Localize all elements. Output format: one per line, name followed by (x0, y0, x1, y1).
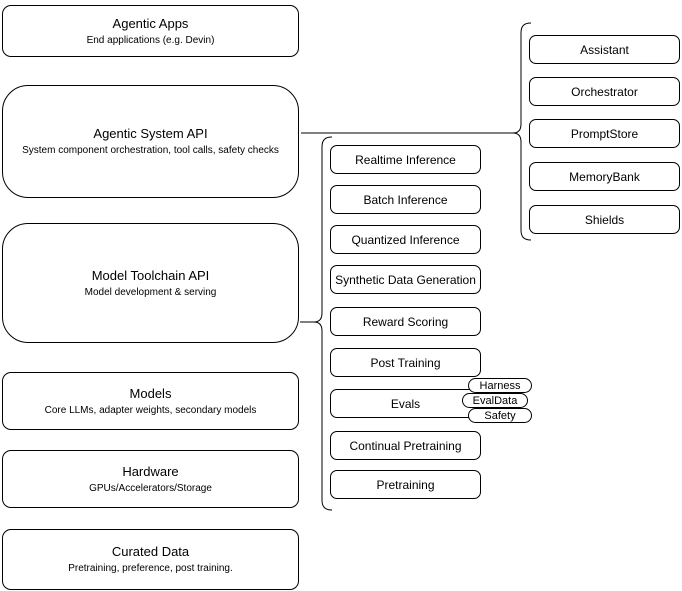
node-label: Continual Pretraining (349, 438, 462, 453)
node-label: PromptStore (570, 126, 639, 141)
node-label: Synthetic Data Generation (335, 272, 476, 287)
node-label: Realtime Inference (355, 152, 456, 167)
node-label: MemoryBank (569, 169, 640, 184)
node-memorybank: MemoryBank (529, 162, 680, 191)
tag-label: EvalData (472, 394, 518, 407)
node-title: Curated Data (111, 544, 190, 559)
node-subtitle: GPUs/Accelerators/Storage (89, 482, 212, 494)
node-hardware: Hardware GPUs/Accelerators/Storage (2, 450, 299, 508)
node-realtime-inference: Realtime Inference (330, 145, 481, 174)
node-title: Model Toolchain API (91, 267, 210, 283)
node-post-training: Post Training (330, 348, 481, 377)
node-pretraining: Pretraining (330, 470, 481, 499)
node-evals: Evals (330, 389, 481, 418)
node-title: Models (129, 385, 172, 401)
node-agentic-apps: Agentic Apps End applications (e.g. Devi… (2, 5, 299, 57)
tag-label: Harness (479, 379, 521, 392)
node-assistant: Assistant (529, 35, 680, 64)
node-reward-scoring: Reward Scoring (330, 307, 481, 336)
node-promptstore: PromptStore (529, 119, 680, 148)
node-subtitle: Core LLMs, adapter weights, secondary mo… (44, 404, 257, 416)
node-title: Agentic System API (93, 126, 208, 141)
node-title: Hardware (122, 463, 179, 479)
node-subtitle: System component orchestration, tool cal… (22, 145, 279, 156)
node-continual-pretraining: Continual Pretraining (330, 431, 481, 460)
node-curated-data: Curated Data Pretraining, preference, po… (2, 529, 299, 590)
node-label: Reward Scoring (362, 314, 449, 329)
tag-safety: Safety (468, 408, 532, 423)
node-label: Shields (584, 212, 625, 227)
node-subtitle: Model development & serving (84, 286, 217, 298)
tag-evaldata: EvalData (462, 393, 528, 408)
node-label: Orchestrator (571, 84, 638, 99)
node-synthetic-data-generation: Synthetic Data Generation (330, 265, 481, 294)
node-label: Evals (390, 396, 421, 411)
node-quantized-inference: Quantized Inference (330, 225, 481, 254)
node-model-toolchain-api: Model Toolchain API Model development & … (2, 223, 299, 343)
node-shields: Shields (529, 205, 680, 234)
node-title: Agentic Apps (112, 15, 189, 31)
node-label: Batch Inference (363, 192, 448, 207)
tag-harness: Harness (468, 378, 532, 393)
node-subtitle: Pretraining, preference, post training. (68, 563, 233, 574)
node-label: Post Training (370, 355, 441, 370)
node-orchestrator: Orchestrator (529, 77, 680, 106)
node-label: Quantized Inference (351, 232, 460, 247)
node-label: Assistant (580, 42, 629, 57)
node-agentic-system-api: Agentic System API System component orch… (2, 85, 299, 198)
tag-label: Safety (484, 409, 516, 422)
node-label: Pretraining (376, 477, 435, 492)
node-batch-inference: Batch Inference (330, 185, 481, 214)
node-models: Models Core LLMs, adapter weights, secon… (2, 372, 299, 430)
node-subtitle: End applications (e.g. Devin) (86, 34, 215, 46)
